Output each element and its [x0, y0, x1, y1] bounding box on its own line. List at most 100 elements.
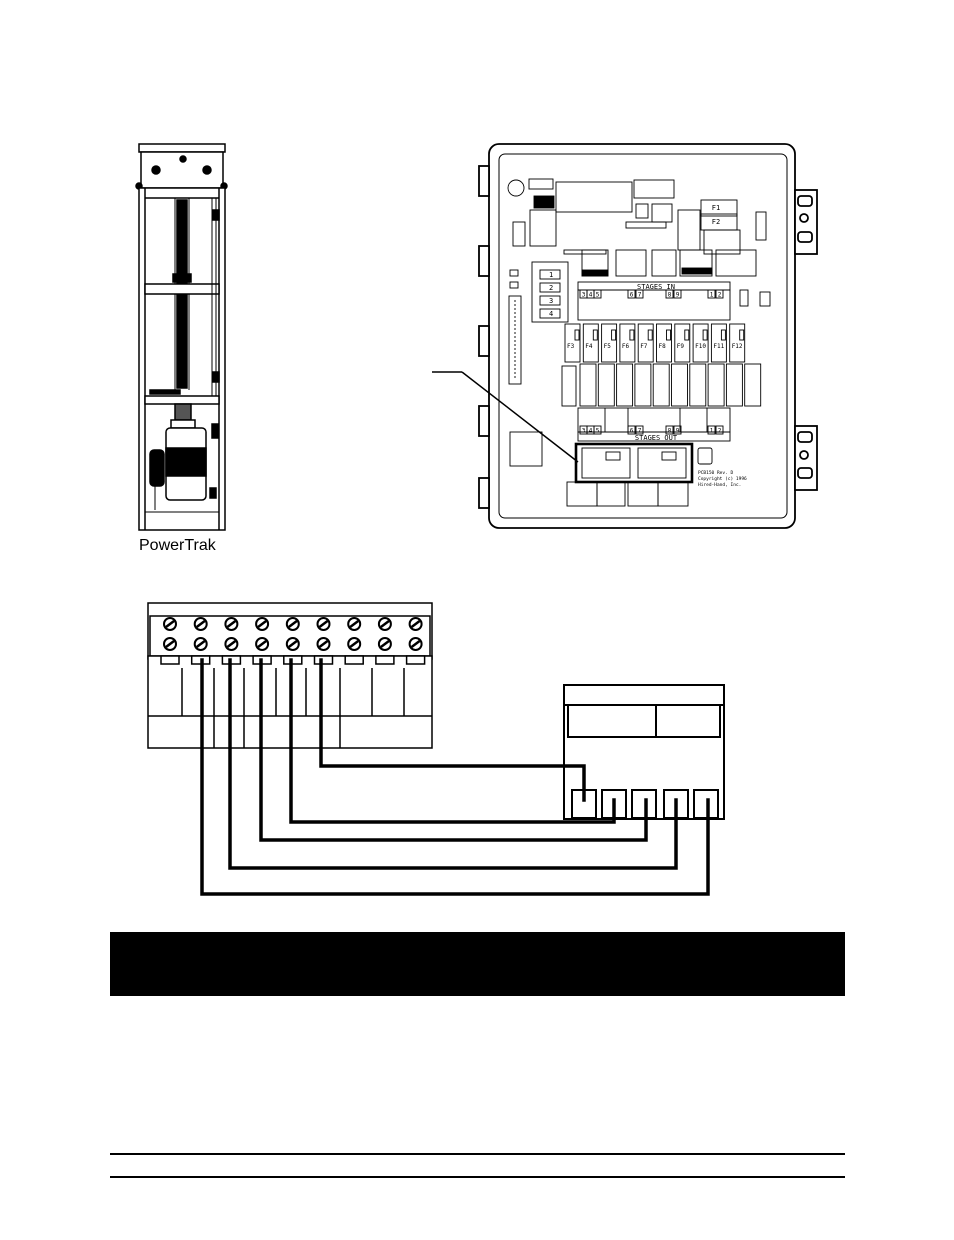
terminal-number: 1	[710, 428, 714, 435]
fuse-label: F3	[567, 343, 575, 350]
relay	[744, 363, 762, 407]
fuse-indicator	[702, 329, 708, 341]
terminal-number: 8	[668, 428, 672, 435]
screw-slot	[380, 620, 390, 628]
screw-slot	[288, 620, 298, 628]
fuse-indicator	[666, 329, 671, 341]
fuse-indicator	[629, 329, 635, 341]
terminal-number: 9	[676, 428, 680, 435]
relay-row	[579, 363, 762, 407]
fuse-label: F4	[585, 343, 593, 350]
footer-rule-bottom	[110, 1176, 845, 1178]
relay	[725, 363, 743, 407]
fuse-holder	[601, 323, 618, 363]
powertrak-unit	[135, 143, 228, 531]
leader-line	[461, 371, 579, 463]
fuse-holder	[619, 323, 636, 363]
screw-slot	[349, 640, 359, 648]
terminal-cell	[707, 425, 716, 435]
fuse-holder	[710, 323, 727, 363]
fuse-label: F6	[622, 343, 630, 350]
terminal-cell	[707, 289, 716, 299]
screw-slot	[410, 640, 421, 648]
fuse-label: F11	[713, 343, 724, 350]
fuse-label: F1	[712, 204, 720, 212]
terminal-number: 8	[668, 292, 672, 299]
terminal-cell	[665, 425, 674, 435]
fuse-holder	[656, 323, 672, 363]
footer-rule-top	[110, 1153, 845, 1155]
terminal-number: 7	[638, 292, 642, 299]
terminal-cell	[715, 289, 724, 299]
screw-slot	[226, 640, 237, 648]
screw-slot	[380, 640, 390, 648]
screw-slot	[165, 620, 175, 628]
fuse-indicator	[574, 329, 580, 341]
relay	[597, 363, 615, 407]
powertrak-label: PowerTrak	[139, 537, 216, 554]
terminal-cell	[635, 425, 644, 435]
left-block-number: 4	[549, 310, 553, 318]
relay	[579, 363, 597, 407]
screw-slot	[257, 640, 267, 648]
screw-slot	[195, 620, 206, 628]
fuse-holder	[729, 323, 746, 363]
terminal-cell	[627, 425, 636, 435]
terminal-screws	[160, 617, 426, 665]
terminal-clamp	[160, 655, 180, 665]
terminal-number: 9	[676, 292, 680, 299]
fuse-indicator	[739, 329, 745, 341]
relay	[689, 363, 707, 407]
terminal-clamp	[344, 655, 364, 665]
terminal-cell	[673, 425, 682, 435]
terminal-cell	[673, 289, 682, 299]
left-block-number: 1	[549, 271, 553, 279]
screw-slot	[226, 620, 237, 628]
terminal-number: 4	[589, 428, 593, 435]
terminal-cell	[715, 425, 724, 435]
copyright-line: Copyright (c) 1996	[698, 476, 747, 482]
stages-out-label: STAGES OUT	[635, 434, 678, 442]
terminal-cell	[593, 425, 602, 435]
fuse-label: F12	[732, 343, 743, 350]
wire	[289, 658, 616, 824]
screw-slot	[318, 640, 329, 648]
relay	[671, 363, 688, 407]
screw-slot	[165, 640, 175, 648]
left-block-number: 3	[549, 297, 553, 305]
terminal-number: 4	[589, 292, 593, 299]
fuse-label: F5	[604, 343, 612, 350]
terminal-number: 6	[630, 292, 634, 299]
terminal-cell	[593, 289, 602, 299]
relay	[707, 363, 725, 407]
fuse-holder	[582, 323, 599, 363]
wire	[319, 658, 586, 802]
terminal-number: 2	[718, 428, 722, 435]
fuse-indicator	[684, 329, 690, 341]
fuse-label: F8	[659, 343, 667, 350]
terminal-number: 2	[718, 292, 722, 299]
screw-slot	[349, 620, 359, 628]
fuse-holder	[564, 323, 581, 363]
connector-block	[563, 684, 725, 820]
caption-banner	[110, 932, 845, 996]
terminal-cell	[627, 289, 636, 299]
fuse-holder	[637, 323, 654, 363]
terminal-number: 1	[710, 292, 714, 299]
terminal-clamp	[313, 655, 334, 665]
screw-slot	[195, 640, 206, 648]
fuse-indicator	[611, 329, 617, 341]
fuse-label: F10	[695, 343, 706, 350]
terminal-clamp	[405, 655, 426, 665]
terminal-number: 5	[596, 292, 600, 299]
left-block-number: 2	[549, 284, 553, 292]
copyright-line: Hired-Hand, Inc.	[698, 482, 741, 488]
fuse-indicator	[647, 329, 653, 341]
relay	[634, 363, 652, 407]
wire	[200, 658, 710, 896]
terminal-cell	[665, 289, 674, 299]
